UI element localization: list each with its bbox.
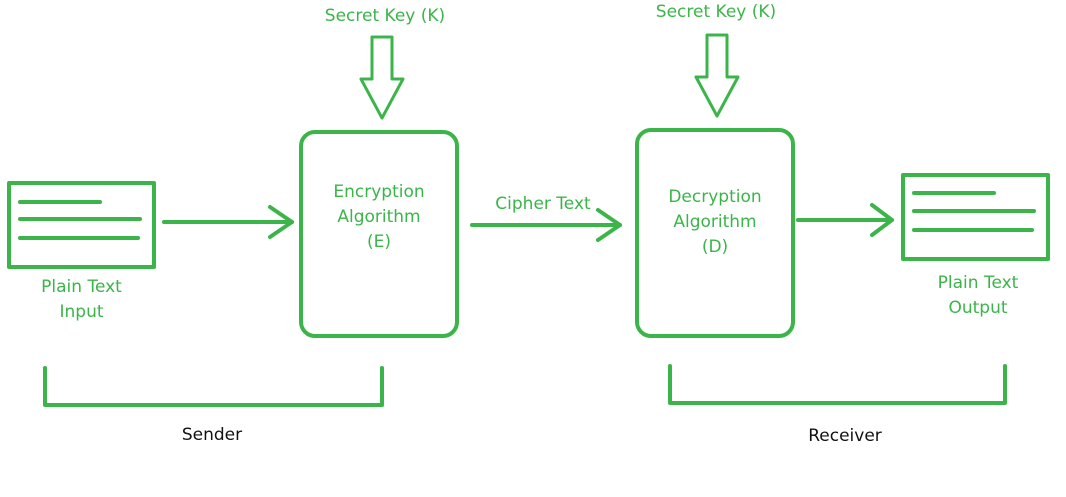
sender-bracket	[43, 366, 384, 407]
receiver-group-label: Receiver	[808, 426, 882, 446]
decryption-algorithm-label: Decryption Algorithm (D)	[637, 186, 793, 258]
secret-key-arrow-right	[694, 33, 740, 118]
plain-text-input-document	[7, 181, 156, 269]
cipher-text-label: Cipher Text	[495, 194, 591, 214]
cipher-text-arrow	[470, 208, 622, 242]
decryption-line2: Algorithm	[673, 212, 757, 232]
encryption-line2: Algorithm	[337, 207, 421, 227]
receiver-secret-key-label: Secret Key (K)	[655, 2, 777, 22]
decryption-line3: (D)	[701, 237, 729, 257]
output-label-line1: Plain Text	[937, 273, 1019, 293]
input-label-line2: Input	[59, 302, 104, 322]
plain-text-input-label: Plain Text Input	[9, 276, 154, 323]
encryption-algorithm-label: Encryption Algorithm (E)	[301, 181, 457, 253]
receiver-bracket	[668, 364, 1007, 405]
input-label-line1: Plain Text	[41, 277, 122, 297]
decryption-algorithm-box	[635, 128, 795, 338]
decryption-line1: Decryption	[668, 187, 762, 207]
sender-secret-key-label: Secret Key (K)	[324, 6, 446, 26]
plain-text-output-label: Plain Text Output	[903, 272, 1053, 319]
sender-group-label: Sender	[181, 425, 243, 445]
encryption-algorithm-box	[299, 130, 459, 338]
encryption-line3: (E)	[366, 232, 391, 252]
output-label-line2: Output	[948, 298, 1008, 318]
secret-key-arrow-left	[359, 35, 405, 120]
arrow-decryption-to-output	[796, 203, 894, 237]
arrow-input-to-encryption	[162, 205, 294, 239]
plain-text-output-document	[901, 173, 1050, 261]
encryption-line1: Encryption	[333, 182, 425, 202]
